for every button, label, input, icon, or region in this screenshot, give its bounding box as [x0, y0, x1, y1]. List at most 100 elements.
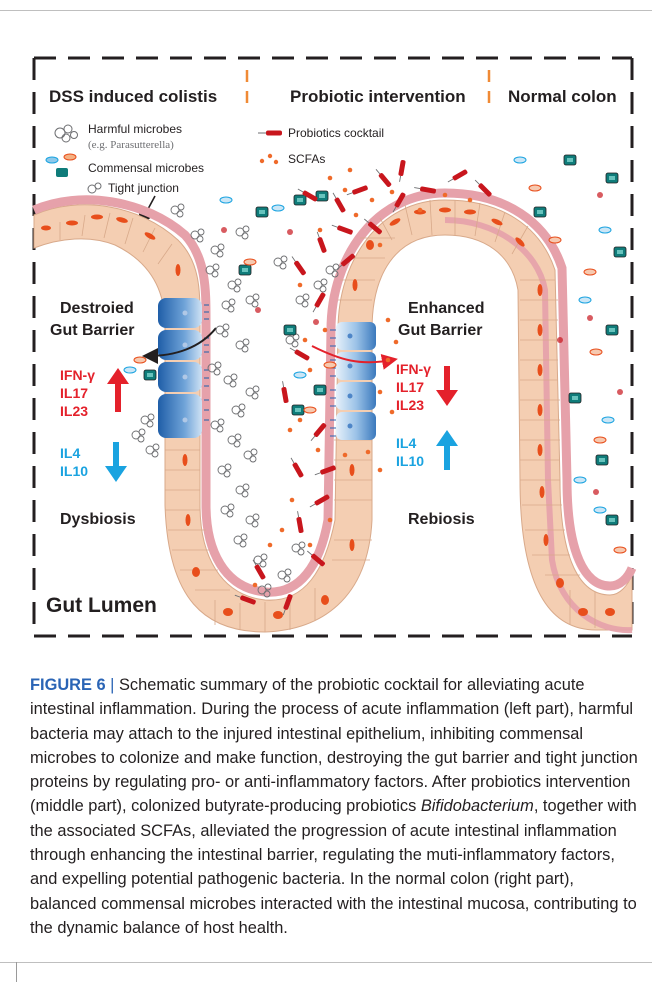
harmful-microbe-icon	[216, 324, 229, 337]
caption-side-rule	[16, 962, 17, 982]
scfa-dot	[308, 543, 313, 548]
scfa-dot	[298, 418, 303, 423]
probiotic-icon	[374, 168, 392, 188]
middle-cytokine-il10: IL10	[396, 453, 424, 469]
scfa-dot	[343, 453, 348, 458]
microbe-dot	[617, 389, 623, 395]
legend-harmful: Harmful microbes	[88, 122, 182, 136]
commensal-microbe-icon	[564, 155, 576, 165]
commensal-microbe-icon	[614, 547, 626, 553]
commensal-microbe-icon	[134, 357, 146, 363]
harmful-microbe-icon	[222, 299, 235, 312]
commensal-microbe-icon	[324, 362, 336, 368]
commensal-microbe-icon	[316, 191, 328, 201]
commensal-microbe-icon	[514, 157, 526, 163]
probiotic-icon	[309, 422, 327, 442]
probiotic-icon	[280, 381, 289, 404]
legend-commensal: Commensal microbes	[88, 161, 204, 175]
harmful-microbe-icon	[286, 334, 299, 347]
microbe-dot	[287, 229, 293, 235]
scfa-dot	[378, 390, 383, 395]
legend-tight-junction: Tight junction	[108, 181, 179, 195]
left-cytokine-il23: IL23	[60, 403, 88, 419]
scfa-dot	[328, 518, 333, 523]
commensal-microbe-icon	[294, 195, 306, 205]
commensal-microbe-icon	[569, 393, 581, 403]
gut-lumen-label: Gut Lumen	[46, 594, 157, 617]
commensal-microbe-icon	[594, 507, 606, 513]
caption-text-1: Schematic summary of the probiotic cockt…	[30, 676, 638, 815]
commensal-microbe-icon	[574, 477, 586, 483]
microbe-dot	[597, 192, 603, 198]
probiotic-icon	[295, 511, 304, 534]
harmful-microbe-icon	[221, 504, 234, 517]
left-up-arrow	[107, 368, 129, 412]
commensal-microbe-icon	[599, 227, 611, 233]
scfa-dot	[354, 213, 359, 218]
legend-scfas: SCFAs	[288, 152, 325, 166]
commensal-microbe-icon	[314, 385, 326, 395]
caption-text-2: , together with the associated SCFAs, al…	[30, 797, 637, 936]
left-barrier-label-2: Gut Barrier	[50, 322, 134, 339]
harmful-microbe-icon	[228, 434, 241, 447]
panel-title-middle: Probiotic intervention	[290, 87, 466, 106]
commensal-microbe-icon	[244, 259, 256, 265]
scfa-dot	[378, 243, 383, 248]
commensal-microbe-icon	[294, 372, 306, 378]
commensal-microbe-icon	[304, 407, 316, 413]
panel-title-left: DSS induced colistis	[49, 87, 217, 106]
scfa-dot	[468, 198, 473, 203]
probiotic-icon	[346, 185, 368, 197]
microbe-dot	[313, 319, 319, 325]
schematic-figure: DSS induced colistis Probiotic intervent…	[0, 0, 652, 660]
panel-title-right: Normal colon	[508, 87, 617, 106]
harmful-microbe-icon	[236, 339, 249, 352]
microbe-dot	[593, 489, 599, 495]
commensal-legend-icon	[46, 154, 76, 177]
probiotic-icon	[289, 346, 311, 361]
harmful-microbe-icon	[132, 429, 145, 442]
scfa-dot	[386, 358, 391, 363]
probiotic-icon	[251, 559, 266, 581]
harmful-microbe-icon	[211, 419, 224, 432]
commensal-microbe-icon	[606, 325, 618, 335]
harmful-microbe-icon	[292, 542, 305, 555]
harmful-microbe-icon	[296, 294, 309, 307]
scfa-dot	[386, 318, 391, 323]
probiotic-legend-icon	[258, 131, 282, 136]
middle-cytokine-il17: IL17	[396, 379, 424, 395]
tight-junction-legend-icon	[88, 183, 101, 193]
middle-cytokine-il23: IL23	[396, 397, 424, 413]
scfa-dot	[280, 528, 285, 533]
harmful-microbe-icon	[246, 294, 259, 307]
commensal-microbe-icon	[529, 185, 541, 191]
middle-barrier-label-1: Enhanced	[408, 300, 484, 317]
commensal-microbe-icon	[124, 367, 136, 373]
scfa-dot	[328, 176, 333, 181]
probiotic-icon	[331, 192, 346, 214]
microbe-dot	[587, 315, 593, 321]
scfa-dot	[366, 450, 371, 455]
scfa-dot	[268, 543, 273, 548]
left-cytokine-il10: IL10	[60, 463, 88, 479]
scfa-dot	[443, 193, 448, 198]
commensal-microbe-icon	[144, 370, 156, 380]
middle-barrier-label-2: Gut Barrier	[398, 322, 482, 339]
commensal-microbe-icon	[292, 405, 304, 415]
figure-caption: FIGURE 6 | Schematic summary of the prob…	[30, 673, 642, 940]
caption-label: FIGURE 6	[30, 676, 106, 694]
harmful-microbe-icon	[171, 204, 184, 217]
commensal-microbe-icon	[272, 205, 284, 211]
commensal-microbe-icon	[606, 515, 618, 525]
scfa-dot	[378, 468, 383, 473]
probiotic-icon	[315, 231, 327, 253]
middle-down-arrow	[436, 366, 458, 406]
left-cytokine-ifn: IFN-γ	[60, 367, 95, 383]
scfa-dot	[303, 338, 308, 343]
left-cytokine-il4: IL4	[60, 445, 80, 461]
scfa-dot	[390, 190, 395, 195]
scfa-dot	[316, 448, 321, 453]
left-barrier-cells	[158, 298, 209, 438]
commensal-microbe-icon	[579, 297, 591, 303]
scfa-dot	[343, 188, 348, 193]
